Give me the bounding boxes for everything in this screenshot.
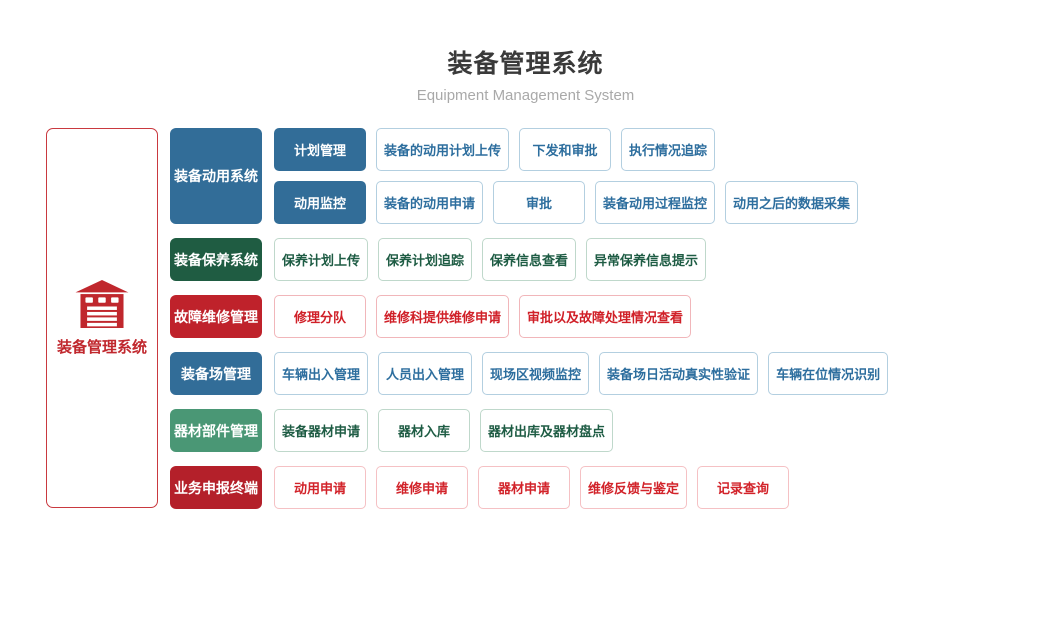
item-node: 下发和审批: [519, 128, 612, 171]
group-rows-materiel-parts: 装备器材申请器材入库器材出库及器材盘点: [274, 409, 614, 452]
group-node-equipment-mobilization: 装备动用系统: [170, 128, 262, 224]
item-node: 异常保养信息提示: [586, 238, 707, 281]
item-node: 保养信息查看: [482, 238, 577, 281]
group-rows-equipment-maintenance: 保养计划上传保养计划追踪保养信息查看异常保养信息提示: [274, 238, 707, 281]
item-node: 审批以及故障处理情况查看: [519, 295, 692, 338]
group-equipment-maintenance: 装备保养系统保养计划上传保养计划追踪保养信息查看异常保养信息提示: [170, 238, 888, 281]
item-node: 保养计划上传: [274, 238, 369, 281]
item-node: 保养计划追踪: [378, 238, 473, 281]
group-node-equipment-depot: 装备场管理: [170, 352, 262, 395]
sub-row: 计划管理装备的动用计划上传下发和审批执行情况追踪: [274, 128, 858, 171]
item-node: 装备场日活动真实性验证: [599, 352, 759, 395]
item-node: 装备动用过程监控: [595, 181, 716, 224]
sub-row: 动用监控装备的动用申请审批装备动用过程监控动用之后的数据采集: [274, 181, 859, 224]
item-node: 记录查询: [697, 466, 790, 509]
item-node: 装备器材申请: [274, 409, 369, 452]
item-node: 现场区视频监控: [482, 352, 590, 395]
group-rows-fault-repair: 修理分队维修科提供维修申请审批以及故障处理情况查看: [274, 295, 692, 338]
item-node: 装备的动用计划上传: [376, 128, 510, 171]
lead-node-mobilization-monitoring: 动用监控: [274, 181, 366, 224]
group-node-fault-repair: 故障维修管理: [170, 295, 262, 338]
item-node: 器材出库及器材盘点: [480, 409, 614, 452]
root-label: 装备管理系统: [56, 338, 147, 356]
group-equipment-depot: 装备场管理车辆出入管理人员出入管理现场区视频监控装备场日活动真实性验证车辆在位情…: [170, 352, 889, 395]
item-node: 审批: [493, 181, 586, 224]
sub-row: 车辆出入管理人员出入管理现场区视频监控装备场日活动真实性验证车辆在位情况识别: [274, 352, 889, 395]
item-node: 动用之后的数据采集: [725, 181, 859, 224]
lead-node-plan-management: 计划管理: [274, 128, 366, 171]
group-node-equipment-maintenance: 装备保养系统: [170, 238, 262, 281]
group-equipment-mobilization: 装备动用系统计划管理装备的动用计划上传下发和审批执行情况追踪动用监控装备的动用申…: [170, 128, 888, 224]
item-node: 器材入库: [378, 409, 471, 452]
groups-container: 装备动用系统计划管理装备的动用计划上传下发和审批执行情况追踪动用监控装备的动用申…: [170, 128, 889, 509]
group-node-business-terminal: 业务申报终端: [170, 466, 262, 509]
group-rows-business-terminal: 动用申请维修申请器材申请维修反馈与鉴定记录查询: [274, 466, 790, 509]
group-materiel-parts: 器材部件管理装备器材申请器材入库器材出库及器材盘点: [170, 409, 888, 452]
group-fault-repair: 故障维修管理修理分队维修科提供维修申请审批以及故障处理情况查看: [170, 295, 888, 338]
item-node: 人员出入管理: [378, 352, 473, 395]
group-node-materiel-parts: 器材部件管理: [170, 409, 262, 452]
item-node: 装备的动用申请: [376, 181, 484, 224]
group-rows-equipment-mobilization: 计划管理装备的动用计划上传下发和审批执行情况追踪动用监控装备的动用申请审批装备动…: [274, 128, 859, 224]
sub-row: 动用申请维修申请器材申请维修反馈与鉴定记录查询: [274, 466, 790, 509]
diagram-header: 装备管理系统 Equipment Management System: [0, 44, 1051, 104]
item-node: 维修申请: [376, 466, 468, 509]
item-node: 维修反馈与鉴定: [580, 466, 688, 509]
sub-row: 修理分队维修科提供维修申请审批以及故障处理情况查看: [274, 295, 692, 338]
root-node: 装备管理系统: [46, 128, 158, 508]
item-node: 车辆出入管理: [274, 352, 369, 395]
item-node: 执行情况追踪: [621, 128, 716, 171]
group-business-terminal: 业务申报终端动用申请维修申请器材申请维修反馈与鉴定记录查询: [170, 466, 888, 509]
sub-row: 装备器材申请器材入库器材出库及器材盘点: [274, 409, 614, 452]
item-node: 器材申请: [478, 466, 570, 509]
page-subtitle: Equipment Management System: [416, 87, 635, 104]
group-rows-equipment-depot: 车辆出入管理人员出入管理现场区视频监控装备场日活动真实性验证车辆在位情况识别: [274, 352, 889, 395]
garage-icon: [75, 279, 129, 328]
item-node: 维修科提供维修申请: [376, 295, 510, 338]
item-node: 修理分队: [274, 295, 366, 338]
sub-row: 保养计划上传保养计划追踪保养信息查看异常保养信息提示: [274, 238, 707, 281]
item-node: 车辆在位情况识别: [768, 352, 889, 395]
page-title: 装备管理系统: [447, 50, 604, 78]
item-node: 动用申请: [274, 466, 366, 509]
